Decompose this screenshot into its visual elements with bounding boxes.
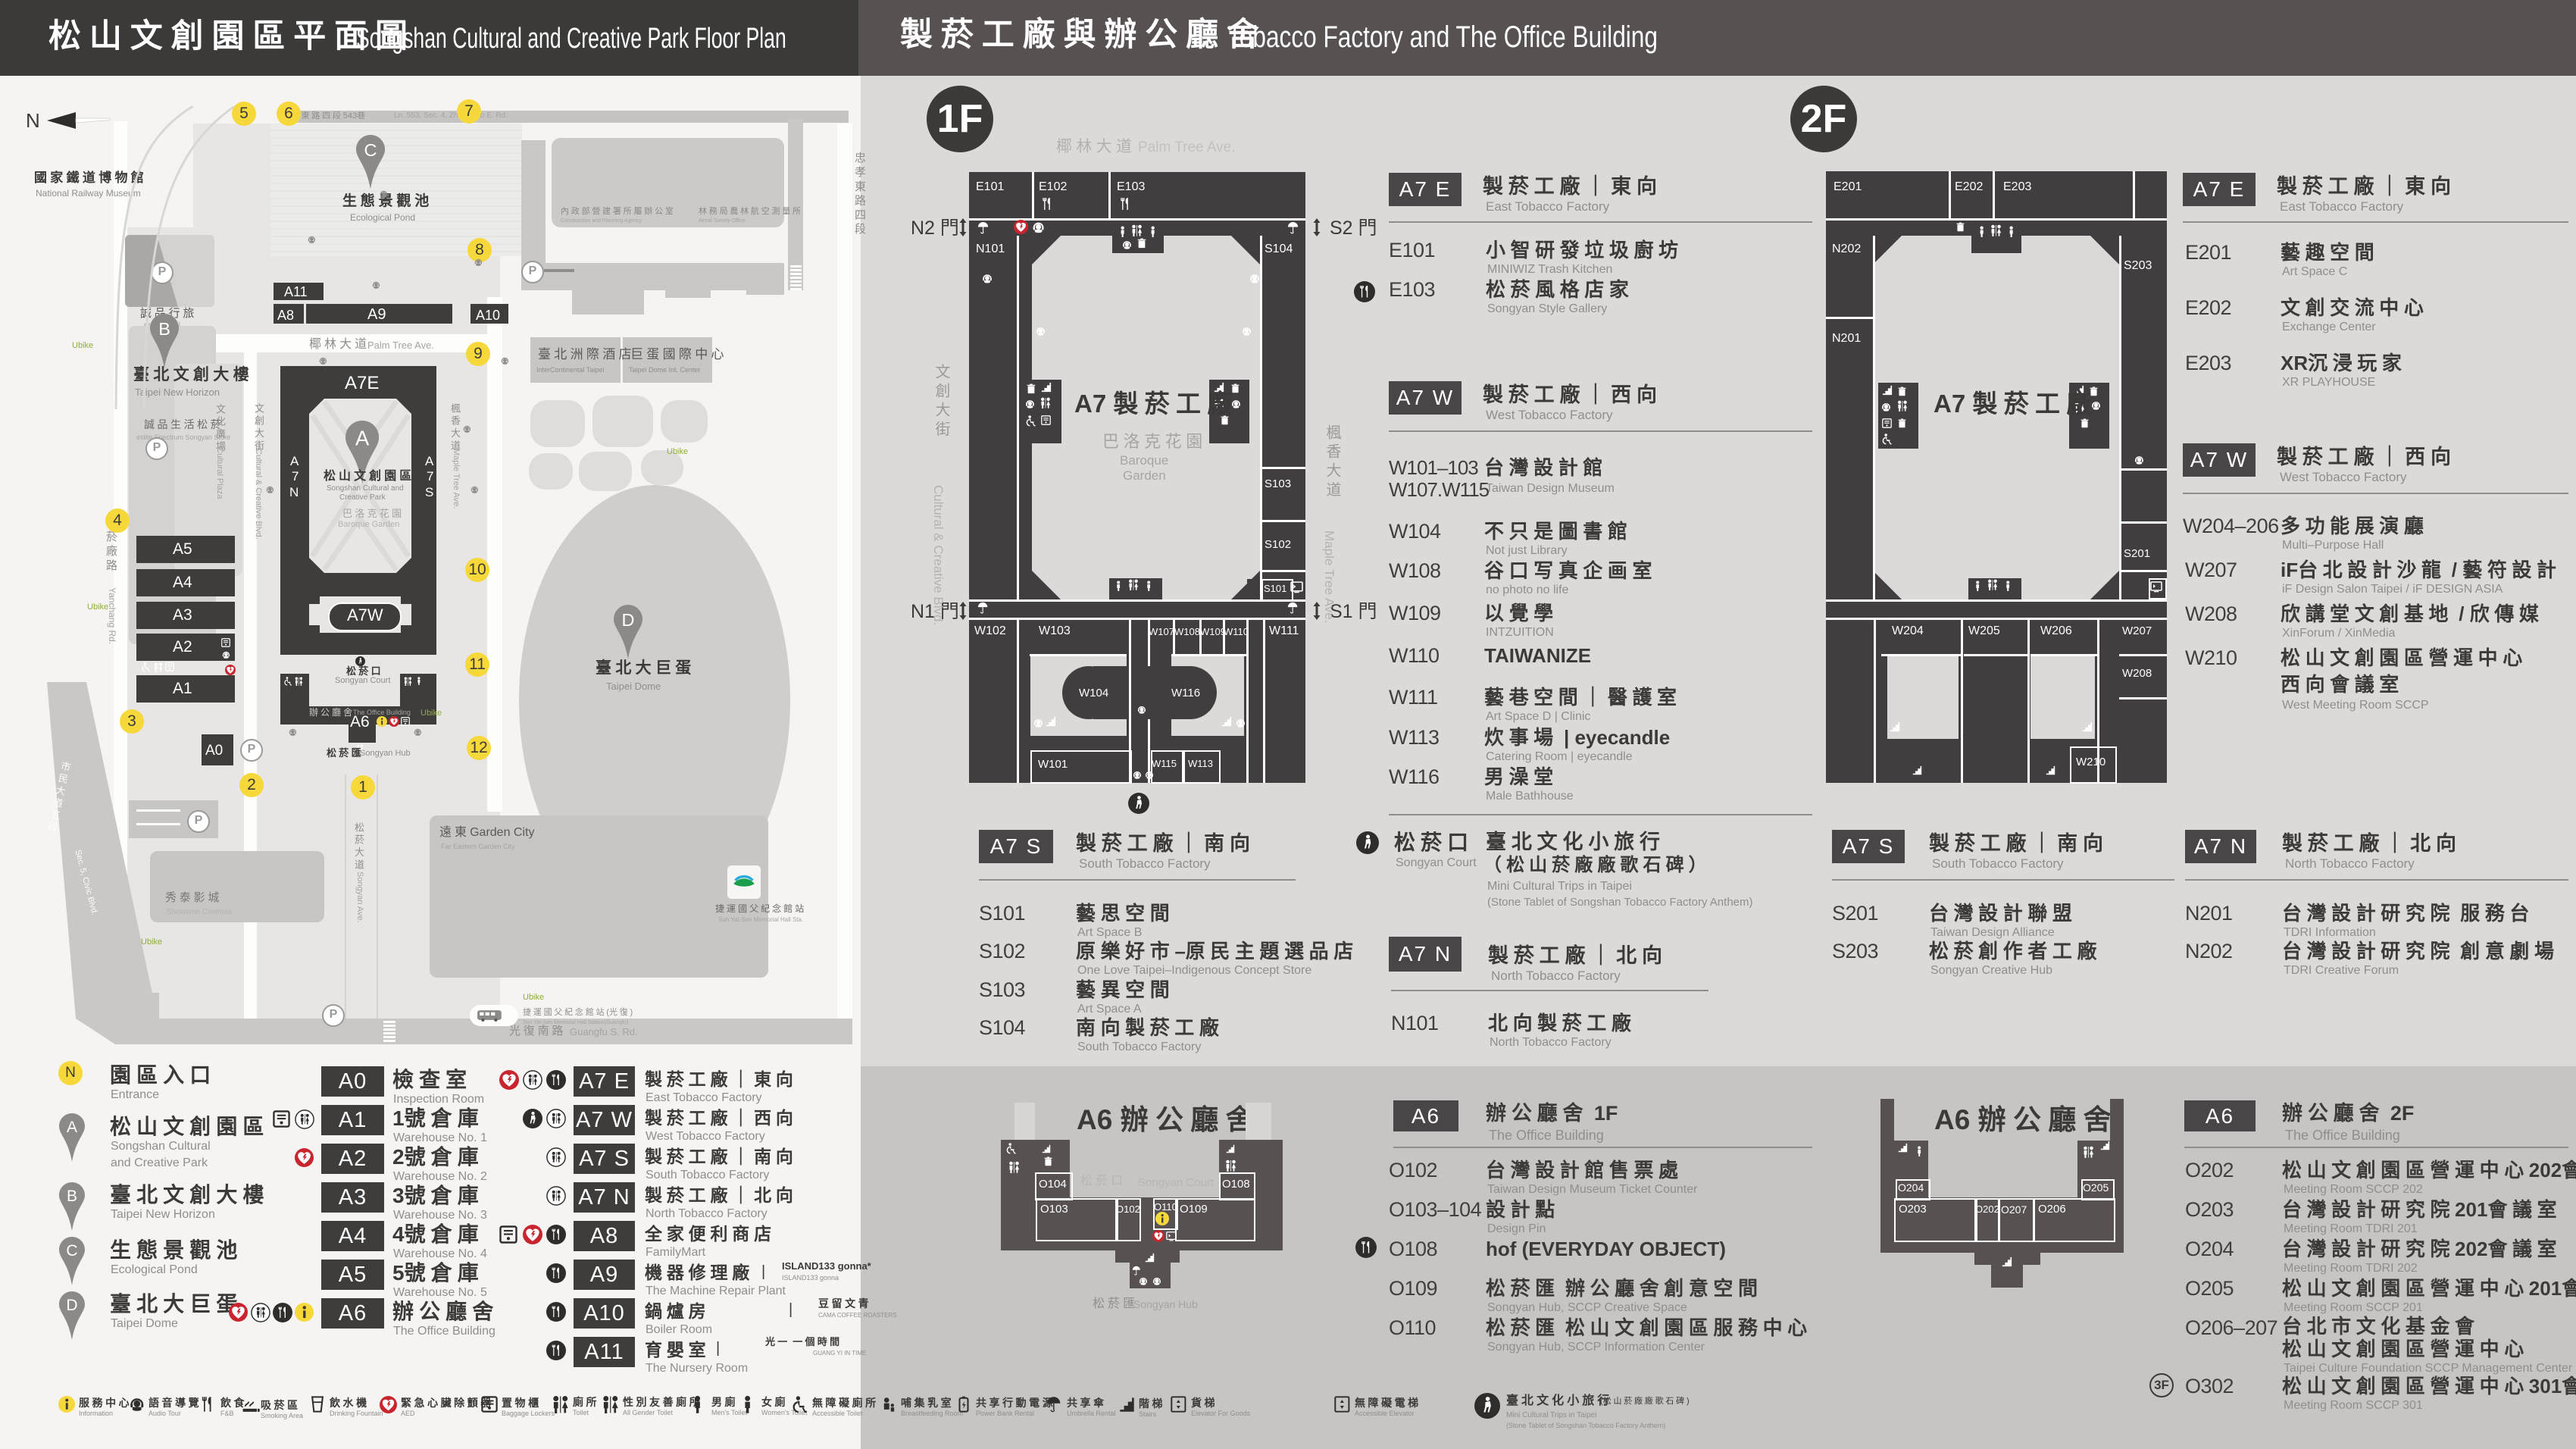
svg-text:B: B — [67, 1188, 77, 1205]
svg-text:C: C — [66, 1242, 77, 1260]
svg-text:B: B — [158, 319, 170, 339]
svg-text:D: D — [622, 610, 635, 630]
svg-text:C: C — [364, 140, 377, 160]
svg-text:A: A — [67, 1119, 77, 1136]
svg-text:A: A — [355, 426, 370, 449]
svg-text:D: D — [66, 1297, 77, 1314]
